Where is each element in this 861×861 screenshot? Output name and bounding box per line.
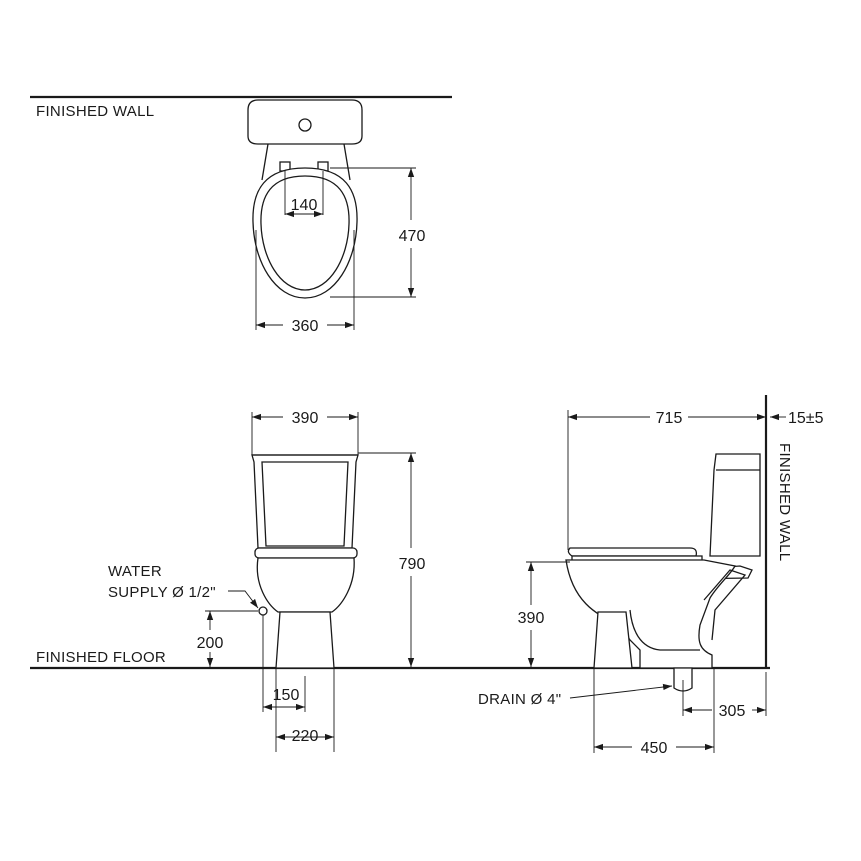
pedestal-front-view: [275, 611, 335, 669]
dim-150: 150: [273, 687, 300, 704]
bowl-front-view: [256, 557, 355, 613]
seat-side-view: [567, 547, 698, 557]
dim-305: 305: [719, 703, 746, 720]
top-view: FINISHED WALL 140 470 360: [30, 95, 452, 335]
dim-715: 715: [656, 410, 683, 427]
water-supply-label-2: SUPPLY Ø 1/2": [108, 584, 216, 601]
bowl-side-view: [565, 559, 737, 669]
dim-200: 200: [197, 635, 224, 652]
water-supply-icon: [258, 606, 268, 616]
tank-top-view: [247, 99, 363, 145]
dim-15pm5: 15±5: [788, 410, 824, 427]
dim-220: 220: [292, 728, 319, 745]
front-view: WATER SUPPLY Ø 1/2" 390 790 200 150 220: [108, 410, 425, 752]
finished-floor-label: FINISHED FLOOR: [36, 649, 166, 666]
tank-front-view: [251, 454, 359, 549]
dim-790: 790: [399, 556, 426, 573]
dim-140: 140: [291, 197, 318, 214]
dim-470: 470: [399, 228, 426, 245]
finished-wall-side-label: FINISHED WALL: [776, 443, 793, 561]
side-view: FINISHED WALL DRAIN Ø 4" 715 15±5 390: [478, 395, 824, 757]
dim-450: 450: [641, 740, 668, 757]
tank-side-view: [709, 453, 761, 557]
flush-button-icon: [298, 118, 312, 132]
seat-top-view: [252, 167, 358, 299]
water-supply-label-1: WATER: [108, 563, 162, 580]
drain-label: DRAIN Ø 4": [478, 691, 561, 708]
dim-390-width: 390: [292, 410, 319, 427]
seat-front-view: [254, 547, 358, 559]
dim-390-height: 390: [518, 610, 545, 627]
drain-icon: [673, 667, 693, 692]
dim-360: 360: [292, 318, 319, 335]
finished-wall-label: FINISHED WALL: [36, 103, 154, 120]
